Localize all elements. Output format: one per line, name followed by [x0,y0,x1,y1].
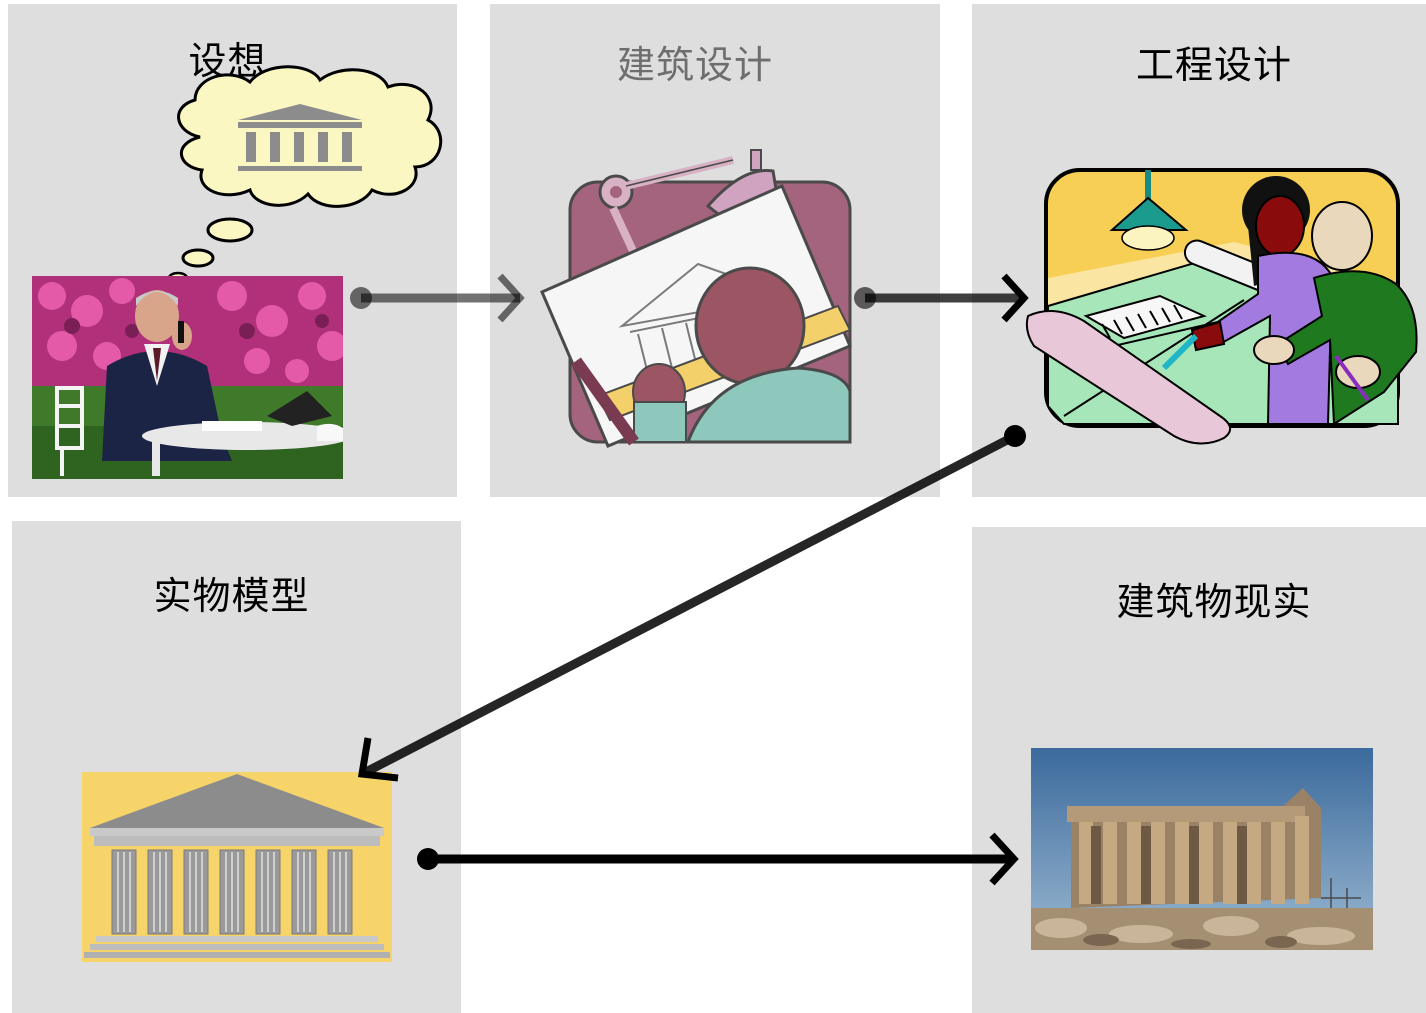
arrow-engineering-to-model [357,425,1026,782]
engineering-design-title: 工程设计 [1135,43,1292,87]
businessman-phone-garden-photo [32,276,343,479]
arrow-architectural-to-engineering [854,273,1029,323]
arrow-concept-to-architectural [350,273,525,323]
parthenon-photo [1031,748,1373,950]
temple-model-icon [82,772,392,962]
physical-model-title: 实物模型 [153,574,310,618]
engineers-reviewing-blueprint-clipart [1025,168,1418,445]
building-reality-title: 建筑物现实 [1116,580,1312,624]
architect-drafting-table-clipart [540,149,852,448]
arrow-model-to-reality [417,832,1019,886]
architectural-design-title: 建筑设计 [616,43,773,87]
